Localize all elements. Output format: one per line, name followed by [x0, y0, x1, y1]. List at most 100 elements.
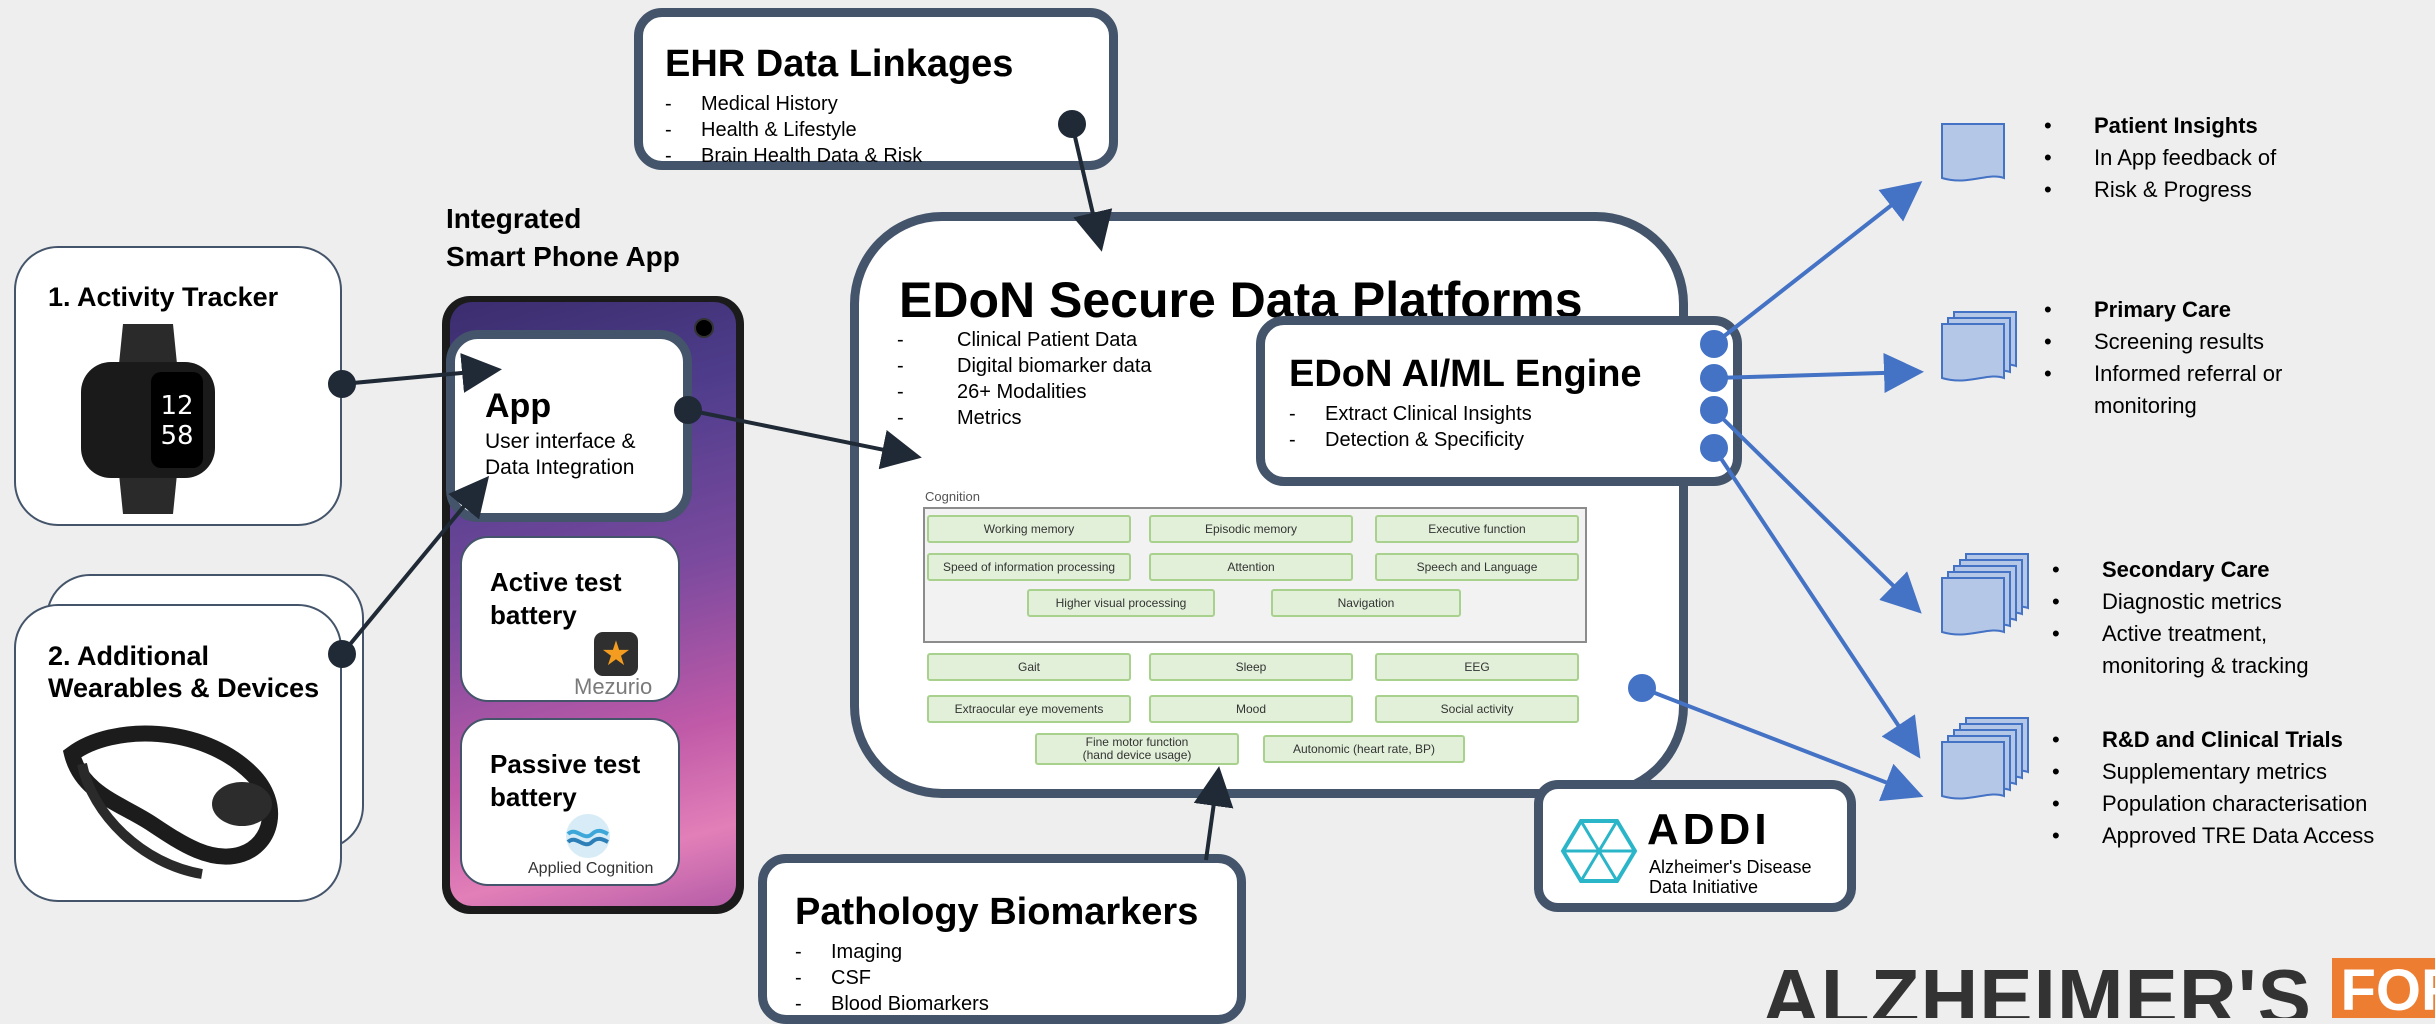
wearables-label: 2. Additional Wearables & Devices [48, 640, 319, 704]
tag-fine-motor-line2: (hand device usage) [1082, 748, 1192, 762]
platform-item: -26+ Modalities [897, 381, 1087, 403]
active-test-title-line1: Active test [490, 567, 622, 597]
pathology-item: -Blood Biomarkers [795, 993, 989, 1015]
tag-social-activity: Social activity [1375, 695, 1579, 723]
passive-test-title-line1: Passive test [490, 749, 641, 779]
arrow-pathology-to-platform [1193, 766, 1234, 861]
ml-engine-title: EDoN AI/ML Engine [1289, 353, 1642, 395]
platform-item: -Digital biomarker data [897, 355, 1152, 377]
connector-dot [1700, 364, 1728, 392]
alzheimers-logo-main: ALZHEIMER'S [1762, 953, 2313, 1018]
arrow-engine-to-patient [1712, 181, 1923, 346]
tag-attention: Attention [1149, 553, 1353, 581]
connector-dot [1628, 674, 1656, 702]
connector-dot [1700, 434, 1728, 462]
arrow-tracker-to-app [341, 353, 502, 393]
phone-app-heading-line2: Smart Phone App [446, 241, 680, 272]
active-test-card[interactable]: Active test battery ★ Mezurio [460, 536, 680, 702]
activity-tracker-card: 1. Activity Tracker 12 58 [14, 246, 342, 526]
tag-working-memory: Working memory [927, 515, 1131, 543]
app-title: App [485, 387, 552, 425]
alzheimers-logo: ALZHEIMER'S FOR A [1762, 952, 2435, 1018]
addi-subtitle: Alzheimer's Disease Data Initiative [1649, 857, 1812, 897]
tag-autonomic: Autonomic (heart rate, BP) [1263, 735, 1465, 763]
ehr-item: -Health & Lifestyle [665, 119, 857, 141]
connector-dot [328, 370, 356, 398]
tag-higher-visual-processing: Higher visual processing [1027, 589, 1215, 617]
platform-item: -Clinical Patient Data [897, 329, 1138, 351]
addi-hexagon-icon [1561, 819, 1637, 883]
applied-cognition-logo: Applied Cognition [528, 860, 654, 877]
wearables-label-line2: Wearables & Devices [48, 673, 320, 703]
ml-engine-item: -Extract Clinical Insights [1289, 403, 1532, 425]
arrow-platform-to-research [1641, 686, 1924, 802]
fitness-watch-icon: 12 58 [81, 324, 215, 514]
pathology-item: -Imaging [795, 941, 903, 963]
tag-speech-language: Speech and Language [1375, 553, 1579, 581]
mezurio-logo: Mezurio [574, 674, 653, 699]
connector-dot [674, 396, 702, 424]
phone-camera-icon [694, 318, 714, 338]
output-primary: •Primary Care •Screening results •Inform… [2044, 297, 2283, 418]
phone-app-heading-line1: Integrated [446, 203, 582, 234]
ehr-item: -Medical History [665, 93, 838, 115]
app-subtitle: User interface & Data Integration [485, 429, 636, 481]
connector-dot [328, 640, 356, 668]
arrow-app-to-platform [687, 408, 922, 470]
ml-engine-card: EDoN AI/ML Engine -Extract Clinical Insi… [1256, 316, 1742, 486]
tag-mood: Mood [1149, 695, 1353, 723]
arrow-wearables-to-app [340, 475, 490, 656]
tag-episodic-memory: Episodic memory [1149, 515, 1353, 543]
addi-subtitle-line1: Alzheimer's Disease [1649, 857, 1812, 877]
svg-text:58: 58 [160, 421, 193, 451]
passive-test-title-line2: battery [490, 782, 577, 812]
ehr-title: EHR Data Linkages [665, 43, 1014, 85]
tag-navigation: Navigation [1271, 589, 1461, 617]
pathology-title: Pathology Biomarkers [795, 891, 1199, 933]
arrow-engine-to-primary [1713, 352, 1924, 393]
tag-fine-motor: Fine motor function (hand device usage) [1035, 733, 1239, 765]
cognition-label: Cognition [925, 489, 980, 504]
ehr-item: -Brain Health Data & Risk [665, 145, 923, 167]
tag-executive-function: Executive function [1375, 515, 1579, 543]
tag-eye-movements: Extraocular eye movements [927, 695, 1131, 723]
passive-test-title: Passive test battery [490, 748, 640, 814]
alzheimers-logo-accent: FOR A [2332, 958, 2435, 1018]
document-icon-stack [1941, 311, 2017, 382]
document-icon-stack [1941, 553, 2029, 636]
app-subtitle-line2: Data Integration [485, 456, 635, 479]
arrow-engine-to-research [1712, 446, 1921, 759]
headband-icon [62, 725, 278, 879]
arrow-ehr-to-platform [1070, 123, 1113, 252]
tag-gait: Gait [927, 653, 1131, 681]
phone-app-heading: Integrated Smart Phone App [446, 200, 680, 276]
addi-wordmark: ADDI [1647, 805, 1771, 854]
wearables-label-line1: 2. Additional [48, 641, 209, 671]
ml-engine-item: -Detection & Specificity [1289, 429, 1524, 451]
passive-test-card[interactable]: Passive test battery Applied Cognition [460, 718, 680, 886]
tag-sleep: Sleep [1149, 653, 1353, 681]
connector-dot [1700, 396, 1728, 424]
tag-fine-motor-line1: Fine motor function [1085, 735, 1189, 749]
ehr-card: EHR Data Linkages -Medical History -Heal… [634, 8, 1118, 170]
tag-speed-processing: Speed of information processing [927, 553, 1131, 581]
tag-eeg: EEG [1375, 653, 1579, 681]
app-subtitle-line1: User interface & [485, 430, 636, 453]
addi-subtitle-line2: Data Initiative [1649, 877, 1759, 897]
applied-cognition-wave-icon [566, 814, 610, 858]
document-icon-stack [1941, 717, 2029, 800]
output-research: •R&D and Clinical Trials •Supplementary … [2052, 727, 2375, 848]
mezurio-star-icon: ★ [594, 632, 638, 676]
active-test-title: Active test battery [490, 566, 622, 632]
active-test-title-line2: battery [490, 600, 577, 630]
pathology-item: -CSF [795, 967, 871, 989]
activity-tracker-label: 1. Activity Tracker [48, 282, 279, 312]
document-icon-single [1941, 123, 2005, 182]
connector-dot [1058, 110, 1086, 138]
addi-logo-card: ADDI Alzheimer's Disease Data Initiative [1534, 780, 1856, 912]
svg-text:12: 12 [160, 391, 193, 421]
arrow-engine-to-secondary [1712, 408, 1922, 614]
connector-dot [1700, 330, 1728, 358]
platform-item: -Metrics [897, 407, 1022, 429]
